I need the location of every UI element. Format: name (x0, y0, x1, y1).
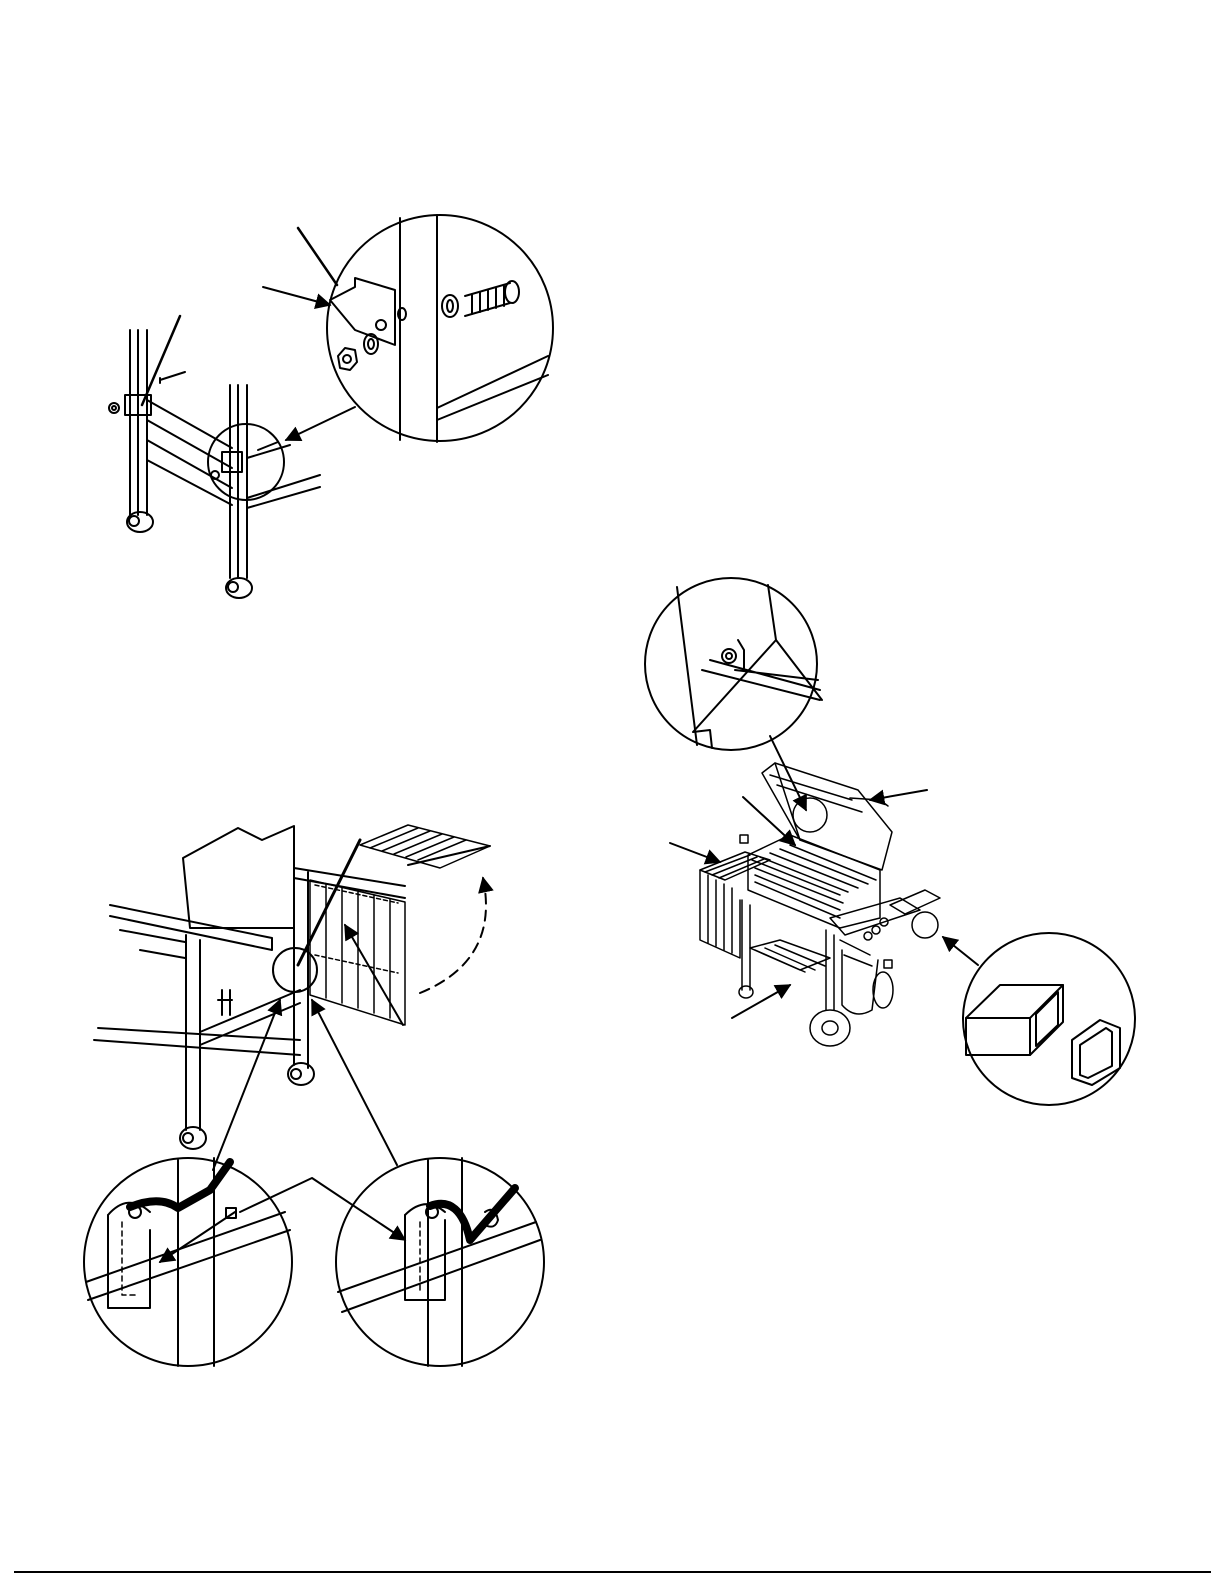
leader-bottom-shelf (732, 985, 790, 1018)
end-cap-detail-circle (963, 933, 1135, 1105)
leader-end-cap (943, 937, 978, 965)
figure-2-work-surface-hinge (84, 825, 544, 1366)
lid-detail-circle (645, 578, 822, 750)
bracket-hardware-right (211, 442, 278, 479)
callout-line-bottom-right (312, 1000, 397, 1165)
callout-line-top (298, 228, 337, 285)
hinge-detail-circle-left (84, 1158, 292, 1366)
caster-wheel-front (180, 1127, 206, 1149)
folding-shelf-raised (360, 825, 490, 868)
frame-legs (130, 330, 247, 578)
leader-side-shelf (670, 843, 720, 862)
grill-body (700, 763, 940, 1046)
footer-rule (14, 1571, 1211, 1573)
caster-wheel-back (288, 1063, 314, 1085)
fold-rotation-arrow (420, 878, 486, 993)
detail-callout-circle-large (327, 215, 553, 442)
caster-wheel-right (226, 578, 252, 598)
frame-legs-2 (186, 868, 308, 1130)
back-panel (183, 826, 294, 928)
figure-1-frame-bracket (109, 215, 553, 598)
frame-cross-rails (147, 400, 320, 508)
lid-detail-arrow (770, 736, 806, 810)
hinge-detail-circle-right (336, 1158, 544, 1366)
leader-cooking-grate (743, 797, 795, 845)
caster-wheel-left (127, 512, 153, 532)
figure-3-assembled-grill (645, 578, 1135, 1105)
leader-handle (870, 790, 927, 800)
callout-arrow-bracket (263, 287, 330, 305)
detail-arrow (286, 407, 355, 440)
detail-connector-arrow (240, 1178, 405, 1240)
gas-cylinder-hook (218, 990, 232, 1015)
